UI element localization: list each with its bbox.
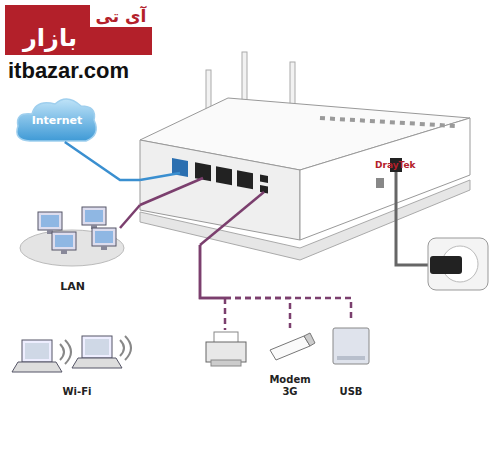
logo-box: [5, 5, 152, 55]
connector-line: [200, 245, 225, 298]
power-cable: [396, 172, 432, 265]
website-url: itbazar.com: [8, 58, 129, 84]
connector-line: [65, 142, 140, 180]
wifi-laptops: [60, 340, 71, 364]
usb-drive: [333, 328, 369, 364]
router-port: [237, 170, 253, 189]
connector-line: [225, 298, 351, 322]
modem-stick: [304, 333, 315, 346]
logo-box: [90, 5, 152, 27]
power-outlet: [430, 256, 462, 274]
lan-computers: [20, 207, 124, 266]
text-group: Internet: [32, 114, 83, 127]
internet-cloud: [17, 99, 96, 141]
logo-text: بازار: [5, 22, 95, 54]
cable-wire: [140, 173, 180, 180]
lan-node: LAN: [25, 200, 120, 295]
wifi-laptops: [22, 340, 52, 362]
lan-computers: [52, 232, 76, 250]
node-text: Internet: [32, 114, 83, 127]
power-cable: [396, 172, 432, 265]
router-node: DrayTek: [140, 95, 470, 245]
printer-icon: [206, 342, 246, 362]
text-group: Wi-Fi: [63, 386, 92, 398]
cable-wire: [140, 178, 203, 205]
logo-box: [5, 5, 152, 55]
connector-line: [120, 205, 140, 228]
router-body: [300, 118, 470, 240]
printer-icon: [206, 332, 246, 366]
usb-node: USB: [325, 322, 377, 400]
text-group: DrayTek: [375, 160, 416, 171]
wifi-laptops: [25, 343, 49, 359]
router-port: [216, 166, 232, 185]
lan-computers: [55, 235, 73, 247]
node-text: Modem 3G: [265, 374, 315, 398]
connector-line: [225, 298, 290, 328]
node-text: DrayTek: [375, 160, 416, 171]
text-group: LAN: [60, 280, 85, 293]
wifi-laptops: [120, 336, 131, 360]
text-group: USB: [340, 386, 363, 398]
lan-computers: [95, 231, 113, 243]
lan-computers: [41, 215, 59, 227]
power-outlet: [428, 238, 488, 290]
cable-wire: [200, 192, 264, 245]
connector-line: [200, 245, 225, 298]
lan-computers: [85, 210, 103, 222]
cloud-node: Internet: [18, 100, 96, 142]
lan-computers: [82, 207, 106, 225]
node-text: Wi-Fi: [63, 386, 92, 398]
node-text: USB: [340, 386, 363, 398]
connector-line: [200, 245, 290, 328]
wifi-node: Wi-Fi: [12, 335, 142, 400]
lan-computers: [92, 228, 116, 246]
lan-computers: [38, 212, 62, 230]
lan-computers: [101, 246, 107, 250]
printer-icon: [211, 360, 241, 366]
cable-wire: [224, 298, 227, 330]
usb-drive: [337, 356, 365, 360]
power-outlet: [428, 238, 488, 290]
connector-line: [65, 142, 140, 180]
modem-node: Modem 3G: [265, 328, 315, 400]
lan-computers: [20, 230, 124, 266]
node-text: LAN: [60, 280, 85, 293]
router-antenna: [242, 52, 247, 102]
usb-drive: [333, 328, 369, 364]
cable-wire: [140, 173, 264, 330]
router-port: [376, 178, 384, 188]
router-antenna: [290, 62, 295, 107]
wifi-laptops: [12, 336, 131, 372]
modem-stick: [270, 333, 315, 360]
internet-cloud: [17, 99, 96, 141]
router-port: [172, 158, 402, 194]
logo-text: آی تی: [92, 5, 150, 27]
wifi-laptops: [82, 336, 112, 358]
router-body: [140, 140, 300, 240]
router-body: [320, 118, 455, 126]
router-body: [140, 98, 470, 260]
connector-line: [200, 245, 351, 322]
wifi-laptops: [72, 358, 122, 368]
wifi-laptops: [85, 339, 109, 355]
wifi-laptops: [12, 362, 62, 372]
text-group: Modem 3G: [265, 374, 315, 398]
modem-stick: [270, 336, 310, 360]
lan-computers: [61, 250, 67, 254]
router-port: [260, 175, 268, 184]
connector-line: [120, 205, 140, 228]
router-antenna: [206, 70, 211, 110]
